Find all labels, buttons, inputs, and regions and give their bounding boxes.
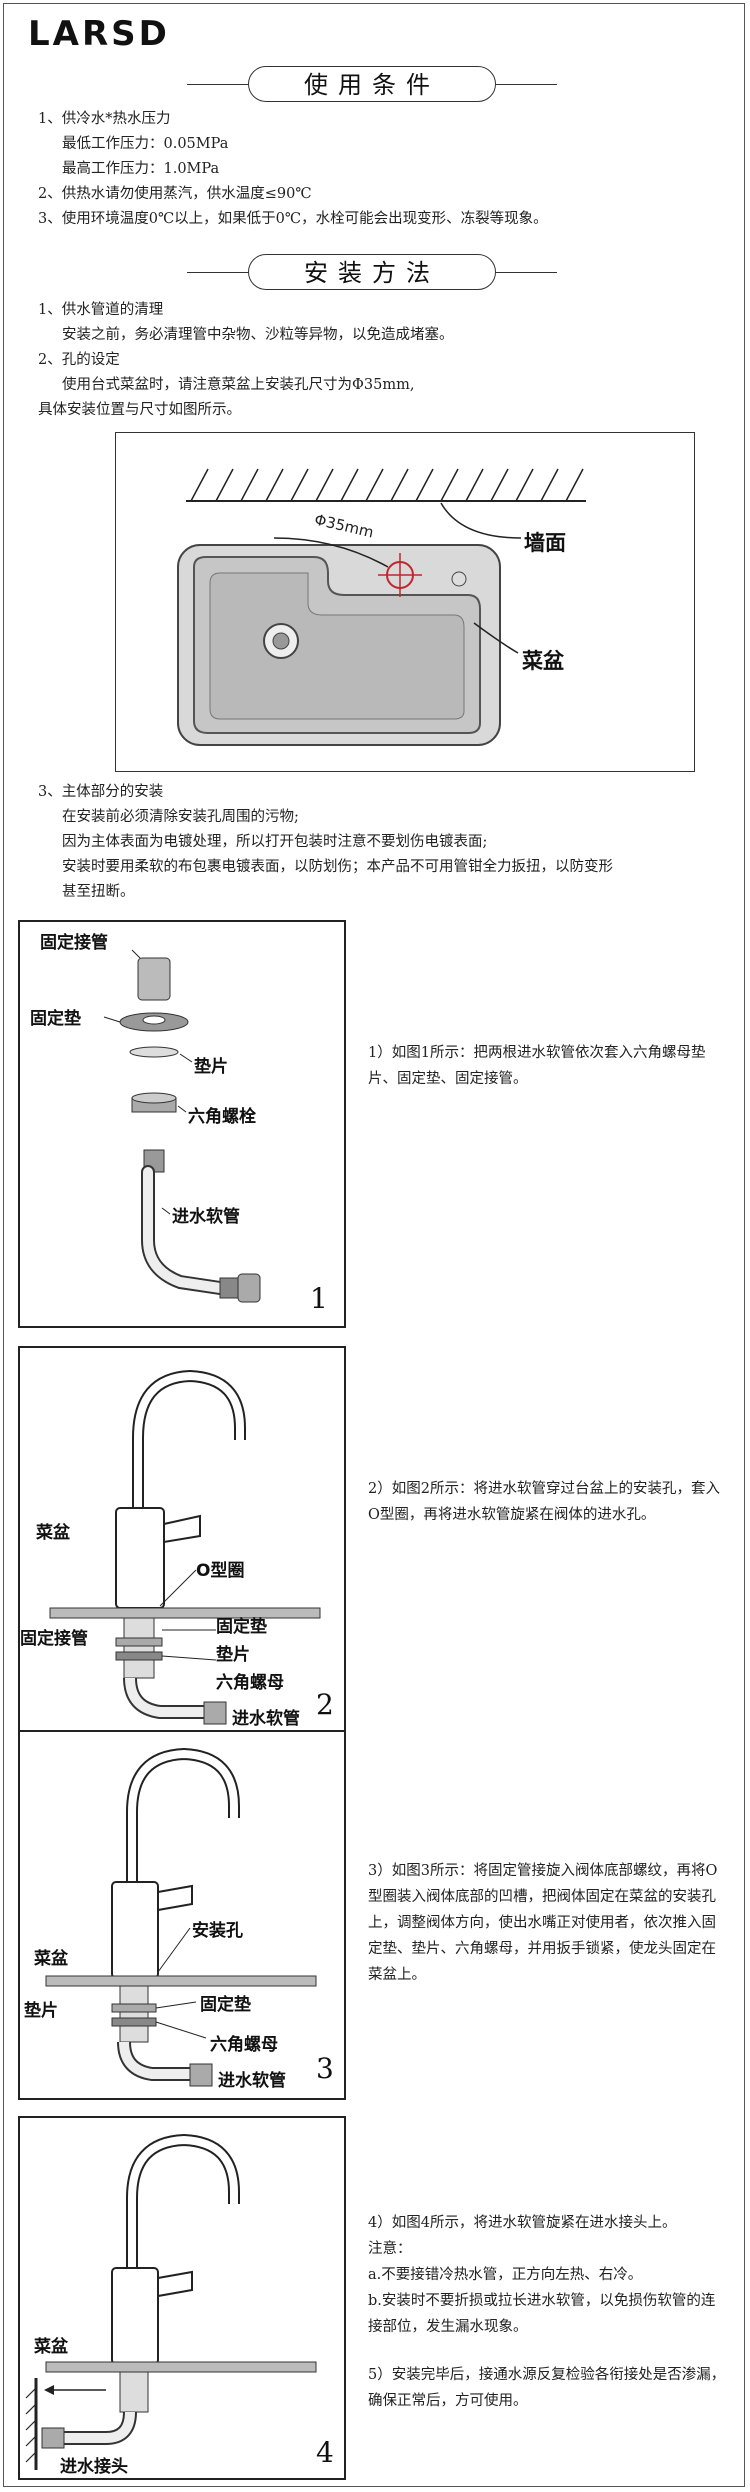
description-spacer	[368, 2340, 726, 2362]
figure-1-description: 1）如图1所示：把两根进水软管依次套入六角螺母垫片、固定垫、固定接管。	[368, 1040, 726, 1092]
description-paragraph: b.安装时不要折损或拉长进水软管，以免损伤软管的连接部位，发生漏水现象。	[368, 2293, 716, 2335]
install-line: 3、主体部分的安装	[38, 784, 164, 800]
fig1-label-gasket: 垫片	[194, 1057, 228, 1077]
usage-line: 1、供冷水*热水压力	[38, 111, 171, 127]
figure-number: 4	[316, 2436, 334, 2469]
description-paragraph: a.不要接错冷热水管，正方向左热、右冷。	[368, 2267, 643, 2283]
brand-logo: LARSD	[28, 14, 170, 54]
fig2-label-washer: 固定垫	[216, 1617, 267, 1637]
figure-1-drawing	[103, 949, 261, 1303]
description-paragraph: 3）如图3所示：将固定管接旋入阀体底部螺纹，再将O型圈装入阀体底部的凹槽，把阀体…	[368, 1863, 718, 1983]
fig1-label-pipe: 固定接管	[40, 933, 108, 953]
fig4-label-joint: 进水接头	[60, 2457, 128, 2477]
install-line: 使用台式菜盆时，请注意菜盆上安装孔尺寸为Φ35mm,	[62, 377, 415, 393]
fig3-label-hose: 进水软管	[218, 2071, 286, 2091]
figure-number: 1	[310, 1282, 328, 1315]
usage-section-title: 使用条件	[187, 66, 557, 102]
install-line: 安装之前，务必清理管中杂物、沙粒等异物，以免造成堵塞。	[62, 327, 454, 343]
fig3-label-washer: 固定垫	[200, 1995, 251, 2015]
fig2-label-oring: O型圈	[196, 1561, 245, 1581]
sink-hole-diagram: Φ35mm 墙面 菜盆	[115, 432, 695, 772]
figure-3-drawing	[45, 1747, 317, 2087]
description-paragraph: 注意：	[368, 2241, 412, 2257]
install-line: 1、供水管道的清理	[38, 302, 164, 318]
description-paragraph: 1）如图1所示：把两根进水软管依次套入六角螺母垫片、固定垫、固定接管。	[368, 1045, 706, 1087]
description-paragraph: 4）如图4所示，将进水软管旋紧在进水接头上。	[368, 2215, 677, 2231]
fig3-label-hole: 安装孔	[192, 1921, 243, 1941]
fig4-label-basin: 菜盆	[34, 2337, 68, 2357]
figure-4-drawing	[25, 2133, 317, 2470]
wall-label: 墙面	[524, 531, 566, 555]
fig2-label-pipe: 固定接管	[20, 1629, 88, 1649]
figure-3-description: 3）如图3所示：将固定管接旋入阀体底部螺纹，再将O型圈装入阀体底部的凹槽，把阀体…	[368, 1858, 726, 1988]
figure-2-description: 2）如图2所示：将进水软管穿过台盆上的安装孔，套入O型圈，再将进水软管旋紧在阀体…	[368, 1476, 726, 1528]
fig3-label-nut: 六角螺母	[210, 2035, 278, 2055]
fig2-label-hose: 进水软管	[232, 1709, 300, 1729]
description-paragraph: 2）如图2所示：将进水软管穿过台盆上的安装孔，套入O型圈，再将进水软管旋紧在阀体…	[368, 1481, 720, 1523]
fig3-label-gasket: 垫片	[24, 2001, 58, 2021]
figure-2-drawing	[49, 1369, 321, 1725]
fig3-label-basin: 菜盆	[34, 1949, 68, 1969]
fig2-label-nut: 六角螺母	[216, 1673, 284, 1693]
usage-line: 3、使用环境温度0℃以上，如果低于0℃，水栓可能会出现变形、冻裂等现象。	[38, 211, 548, 227]
manual-page	[3, 3, 745, 2487]
basin-label: 菜盆	[522, 649, 564, 673]
figure-2-panel: 菜盆 O型圈 固定垫 固定接管 垫片 六角螺母 进水软管 2	[18, 1346, 346, 1736]
install-line: 甚至扭断。	[62, 884, 135, 900]
install-line: 2、孔的设定	[38, 352, 120, 368]
install-section-title: 安装方法	[187, 254, 557, 290]
figure-4-panel: 菜盆 进水接头 4	[18, 2116, 346, 2480]
install-line: 具体安装位置与尺寸如图所示。	[38, 402, 241, 418]
usage-line: 最低工作压力：0.05MPa	[62, 136, 229, 152]
sink-drawing	[177, 468, 586, 746]
figure-4-description: 4）如图4所示，将进水软管旋紧在进水接头上。 注意： a.不要接错冷热水管，正方…	[368, 2210, 726, 2414]
figure-number: 2	[316, 1688, 334, 1721]
fig1-label-washer: 固定垫	[30, 1009, 81, 1029]
fig2-label-basin: 菜盆	[36, 1523, 70, 1543]
fig2-label-gasket: 垫片	[216, 1645, 250, 1665]
usage-line: 2、供热水请勿使用蒸汽，供水温度≤90℃	[38, 186, 312, 202]
fig1-label-hose: 进水软管	[172, 1207, 240, 1227]
install-line: 在安装前必须清除安装孔周围的污物;	[62, 809, 299, 825]
figure-3-panel: 菜盆 安装孔 垫片 固定垫 六角螺母 进水软管 3	[18, 1730, 346, 2100]
description-paragraph: 5）安装完毕后，接通水源反复检验各衔接处是否渗漏，确保正常后，方可使用。	[368, 2367, 726, 2409]
usage-line: 最高工作压力：1.0MPa	[62, 161, 220, 177]
figure-1-panel: 固定接管 固定垫 垫片 六角螺栓 进水软管 1	[18, 920, 346, 1328]
fig1-label-nut: 六角螺栓	[188, 1107, 256, 1127]
figure-number: 3	[316, 2052, 334, 2085]
install-line: 因为主体表面为电镀处理，所以打开包装时注意不要划伤电镀表面;	[62, 834, 488, 850]
install-line: 安装时要用柔软的布包裹电镀表面，以防划伤；本产品不可用管钳全力扳扭，以防变形	[62, 859, 613, 875]
